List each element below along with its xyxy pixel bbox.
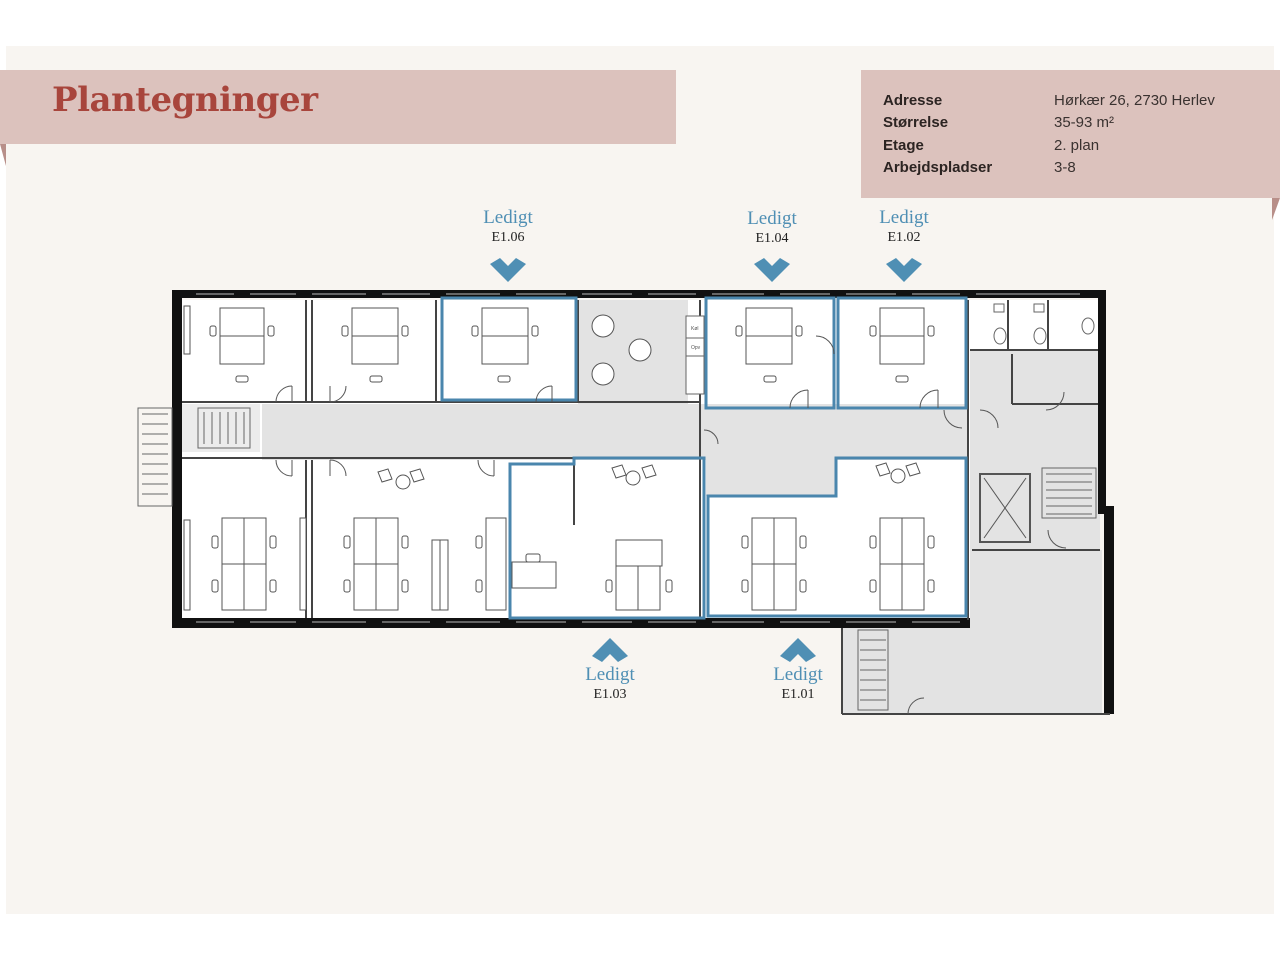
- kitchenette: Køl Opv: [685, 315, 705, 395]
- unit-label-e101[interactable]: Ledigt E1.01: [738, 664, 858, 704]
- unit-marker-e101-icon: [780, 638, 816, 662]
- info-label: Etage: [883, 137, 924, 154]
- window-mullions: [234, 290, 976, 628]
- info-value: 35-93 m²: [1054, 114, 1115, 131]
- unit-markers: [490, 258, 922, 662]
- unit-status: Ledigt: [773, 664, 823, 685]
- unit-label-e102[interactable]: Ledigt E1.02: [844, 207, 964, 247]
- office-desks: [183, 305, 925, 611]
- unit-marker-e102-icon: [886, 258, 922, 282]
- title-band-fold: [0, 144, 6, 166]
- unit-marker-e103-icon: [592, 638, 628, 662]
- stairs: [137, 407, 1097, 711]
- restroom-fixtures: [993, 303, 1095, 345]
- unit-status: Ledigt: [879, 207, 929, 228]
- unit-label-e103[interactable]: Ledigt E1.03: [550, 664, 670, 704]
- office-chairs: [209, 325, 935, 593]
- lounge-tables: [377, 314, 921, 490]
- info-value: Hørkær 26, 2730 Herlev: [1054, 92, 1215, 109]
- unit-id: E1.02: [887, 230, 921, 245]
- info-value: 2. plan: [1054, 137, 1100, 154]
- info-box-fold: [1272, 198, 1280, 220]
- unit-id: E1.04: [755, 231, 789, 246]
- info-label: Arbejdspladser: [883, 159, 993, 176]
- info-label: Størrelse: [883, 114, 949, 131]
- unit-status: Ledigt: [585, 664, 635, 685]
- info-label: Adresse: [883, 92, 943, 109]
- plan-fill: [180, 300, 1102, 714]
- title-band: [0, 70, 676, 144]
- fridge-label: Køl: [691, 326, 699, 332]
- unit-id: E1.01: [781, 687, 815, 702]
- unit-status: Ledigt: [483, 207, 533, 228]
- unit-status: Ledigt: [747, 208, 797, 229]
- elevator: [979, 473, 1031, 543]
- unit-id: E1.03: [593, 687, 627, 702]
- page-title: Plantegninger: [52, 80, 318, 120]
- unit-label-e104[interactable]: Ledigt E1.04: [712, 208, 832, 248]
- unit-id: E1.06: [491, 230, 525, 245]
- property-info-box: [861, 70, 1280, 198]
- unit-marker-e106-icon: [490, 258, 526, 282]
- info-value: 3-8: [1054, 159, 1076, 176]
- dishwasher-label: Opv: [691, 345, 701, 351]
- doors: [275, 335, 1067, 715]
- unit-label-e106[interactable]: Ledigt E1.06: [448, 207, 568, 247]
- unit-marker-e104-icon: [754, 258, 790, 282]
